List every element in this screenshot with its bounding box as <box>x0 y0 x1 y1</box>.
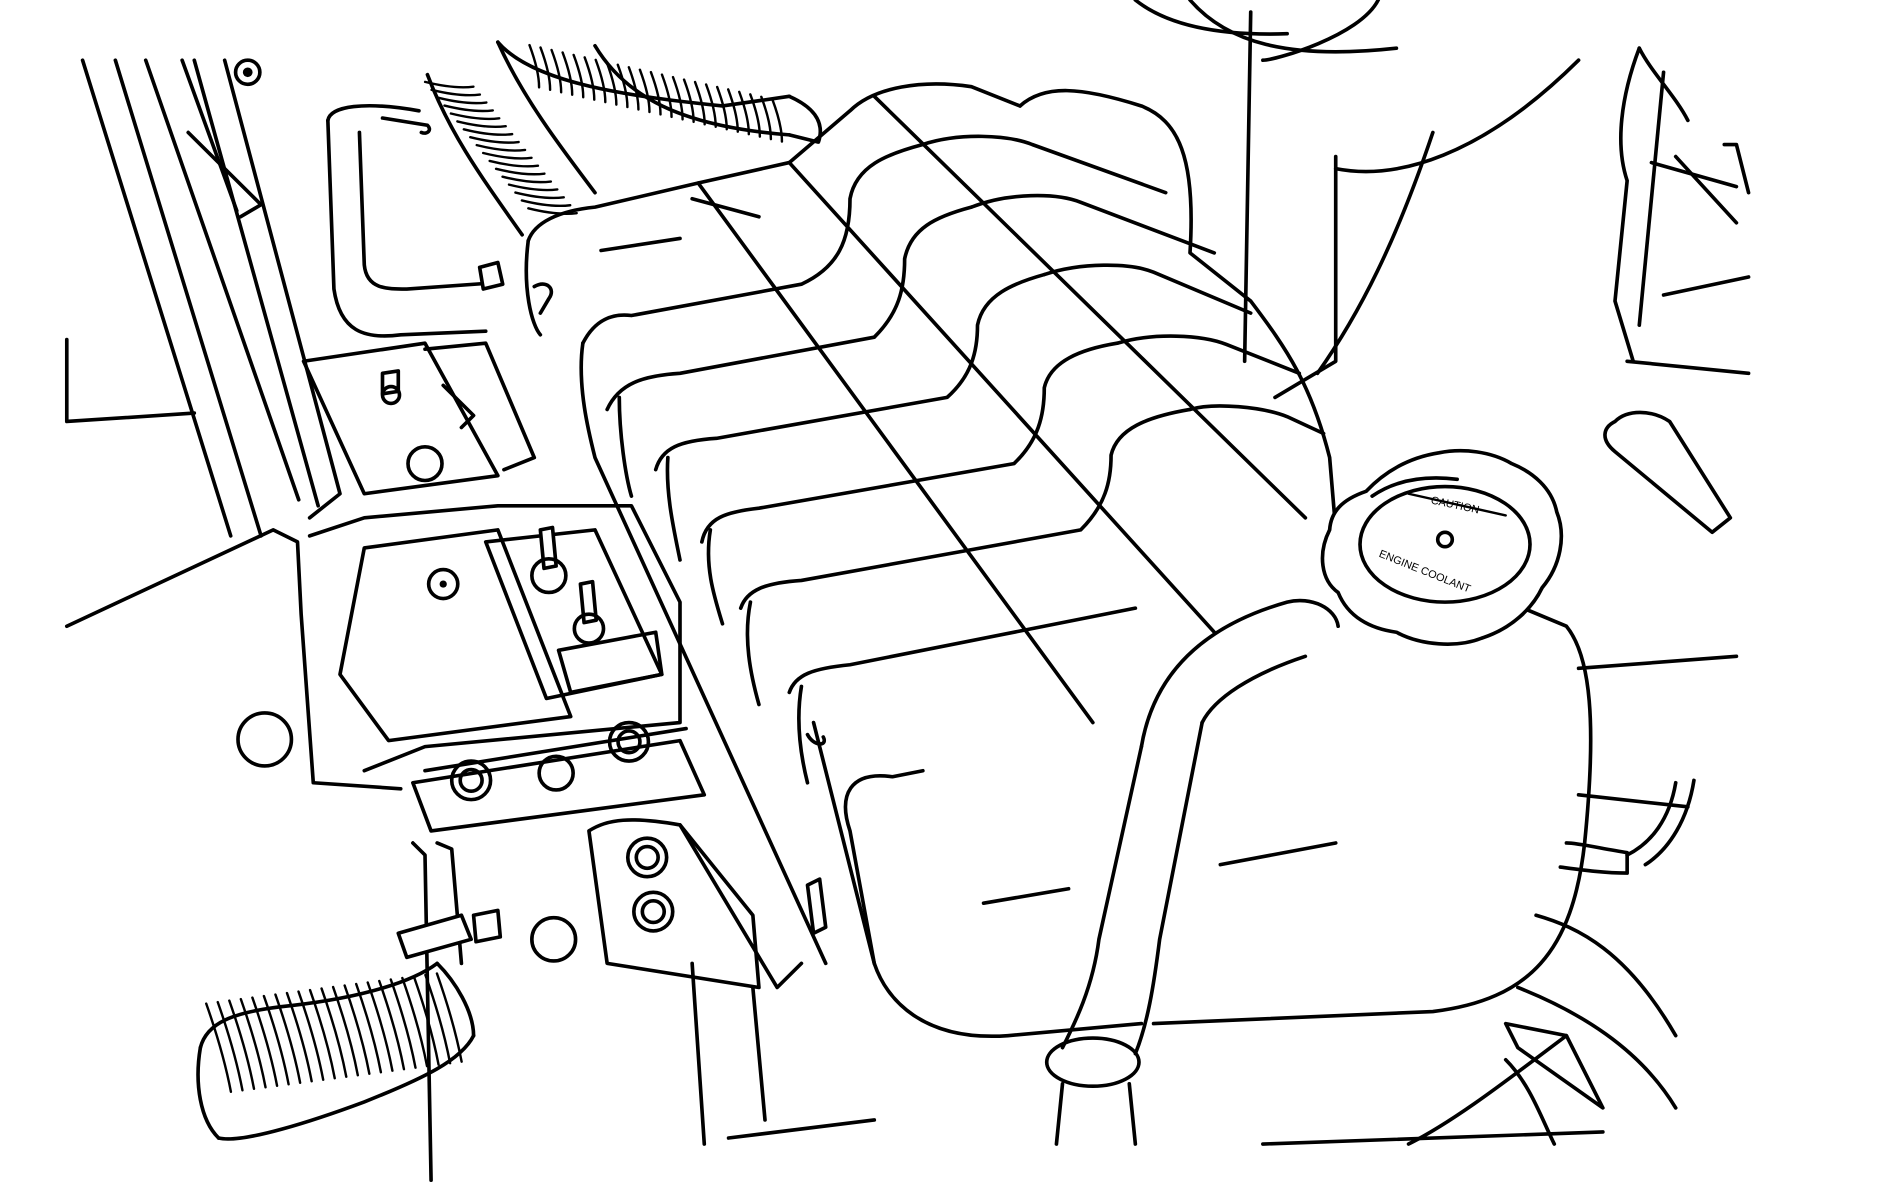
reservoir-mount-tab <box>805 877 828 936</box>
coolant-reservoir <box>524 82 1593 1039</box>
loom-rib <box>475 143 527 152</box>
loom-rib <box>527 207 578 215</box>
loom-rib <box>308 988 336 1080</box>
loom-rib <box>682 78 695 124</box>
upper-hose-left <box>326 103 505 338</box>
loom-rib <box>704 83 717 128</box>
loom-rib <box>320 987 348 1078</box>
support-plate <box>236 711 707 1182</box>
loom-rib <box>262 994 290 1086</box>
loom-rib <box>456 120 507 129</box>
loom-rib <box>354 982 383 1074</box>
mount-bracket-upper <box>301 341 537 496</box>
corrugated-loom-top <box>423 40 823 237</box>
loom-rib <box>494 167 546 176</box>
lower-bracket <box>530 818 877 1146</box>
loom-rib <box>649 70 662 116</box>
loom-rib <box>693 80 706 126</box>
loom-rib <box>443 104 495 113</box>
loom-rib <box>488 159 540 168</box>
loom-rib <box>343 984 371 1075</box>
loom-rib <box>539 46 552 92</box>
loom-rib <box>331 985 360 1077</box>
loom-rib <box>378 979 406 1071</box>
loom-rib <box>726 88 739 133</box>
loom-rib <box>469 136 520 144</box>
loom-rib <box>449 112 501 121</box>
loom-rib <box>430 88 482 97</box>
loom-rib <box>501 175 553 184</box>
loom-rib <box>760 95 773 141</box>
loom-rib <box>749 93 762 138</box>
loom-rib <box>251 996 279 1087</box>
loom-rib <box>715 85 728 131</box>
loom-rib <box>514 191 565 200</box>
lower-hose <box>1044 598 1340 1146</box>
loom-rib <box>366 981 394 1072</box>
loom-rib <box>274 993 302 1084</box>
loom-rib <box>528 43 541 89</box>
right-frame <box>1133 0 1751 1146</box>
loom-rib <box>605 61 618 106</box>
loom-rib <box>435 972 463 1063</box>
loom-rib <box>771 98 784 143</box>
loom-rib <box>216 1000 244 1092</box>
loom-rib <box>239 997 267 1089</box>
loom-rib <box>550 48 563 94</box>
loom-rib <box>424 973 452 1065</box>
loom-rib <box>627 66 640 111</box>
loom-rib <box>462 128 514 136</box>
loom-rib <box>412 975 440 1066</box>
loom-rib <box>401 976 429 1068</box>
loom-rib <box>436 96 488 105</box>
loom-rib <box>594 58 607 104</box>
loom-rib <box>423 80 475 89</box>
lower-left-loom <box>196 908 503 1141</box>
loom-rib <box>205 1002 233 1093</box>
loom-rib <box>660 73 673 119</box>
loom-rib <box>572 53 585 99</box>
loom-rib <box>481 151 533 160</box>
loom-rib <box>520 199 572 208</box>
loom-rib <box>297 990 325 1081</box>
loom-rib <box>616 63 629 109</box>
mount-bracket-lower <box>307 503 682 773</box>
loom-rib <box>738 90 751 136</box>
loom-rib <box>561 51 574 96</box>
loom-rib <box>228 999 256 1090</box>
loom-rib <box>638 68 651 114</box>
coolant-cap: CAUTION ENGINE COOLANT <box>1320 448 1564 646</box>
loom-rib <box>507 183 559 192</box>
left-wall-panel <box>64 58 403 791</box>
loom-rib <box>285 991 313 1083</box>
loom-rib <box>671 75 684 121</box>
top-left-bolt <box>233 58 262 87</box>
loom-rib <box>583 56 596 101</box>
loom-rib <box>389 978 417 1069</box>
